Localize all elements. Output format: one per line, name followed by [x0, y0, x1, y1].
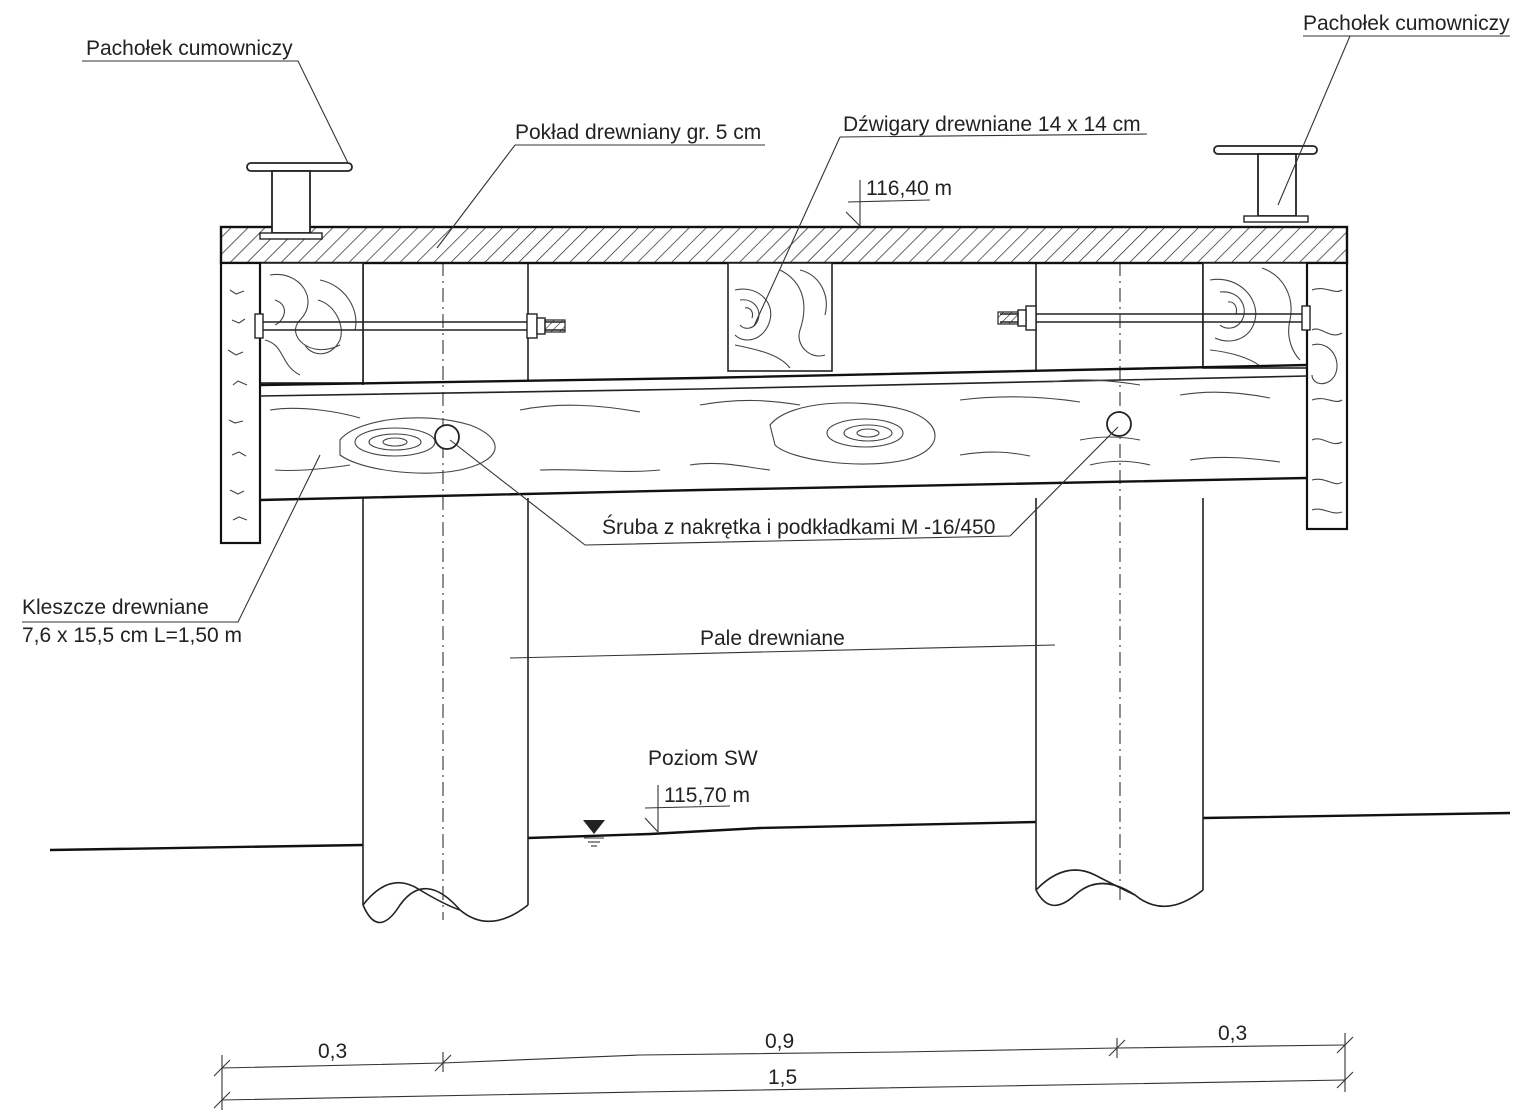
- dim-middle-span: 0,9: [765, 1030, 794, 1053]
- water-level-marker: [583, 785, 731, 847]
- deck-plank: [219, 225, 1349, 265]
- girder-left: [259, 262, 364, 384]
- dim-right-span: 0,3: [1218, 1022, 1247, 1045]
- label-water-level: 115,70 m: [664, 784, 750, 807]
- label-deck: Pokład drewniany gr. 5 cm: [515, 121, 761, 144]
- bollard-left: [246, 162, 353, 240]
- edge-board-right: [1305, 261, 1349, 531]
- label-clamp-line2: 7,6 x 15,5 cm L=1,50 m: [22, 624, 242, 647]
- label-clamp-line1: Kleszcze drewniane: [22, 596, 209, 619]
- label-bolt: Śruba z nakrętka i podkładkami M -16/450: [602, 515, 995, 539]
- edge-board-left: [219, 261, 262, 545]
- water-level-triangle: [583, 820, 605, 834]
- label-deck-level: 116,40 m: [866, 177, 952, 200]
- clamp-beam: [259, 363, 1308, 502]
- bolt-hole-right: [1106, 411, 1132, 437]
- dim-total: 1,5: [768, 1066, 797, 1089]
- dim-left-span: 0,3: [318, 1040, 347, 1063]
- pile-right: [1035, 262, 1204, 908]
- girder-right: [1202, 262, 1308, 369]
- deck-level-marker: [845, 180, 931, 227]
- pile-left: [362, 262, 529, 924]
- label-bollard-right: Pachołek cumowniczy: [1303, 12, 1510, 35]
- dimension-lines: [213, 1033, 1354, 1110]
- bolt-left: [254, 313, 566, 339]
- label-girders: Dźwigary drewniane 14 x 14 cm: [843, 113, 1141, 136]
- bolt-hole-left: [434, 424, 460, 450]
- leader-lines: [22, 35, 1510, 659]
- label-bollard-left: Pachołek cumowniczy: [86, 37, 293, 60]
- ground-line: [49, 811, 1511, 852]
- label-piles: Pale drewniane: [700, 627, 845, 650]
- girder-middle: [727, 262, 833, 372]
- bolt-right: [997, 305, 1311, 331]
- label-water: Poziom SW: [648, 747, 758, 770]
- bollard-right: [1213, 145, 1318, 223]
